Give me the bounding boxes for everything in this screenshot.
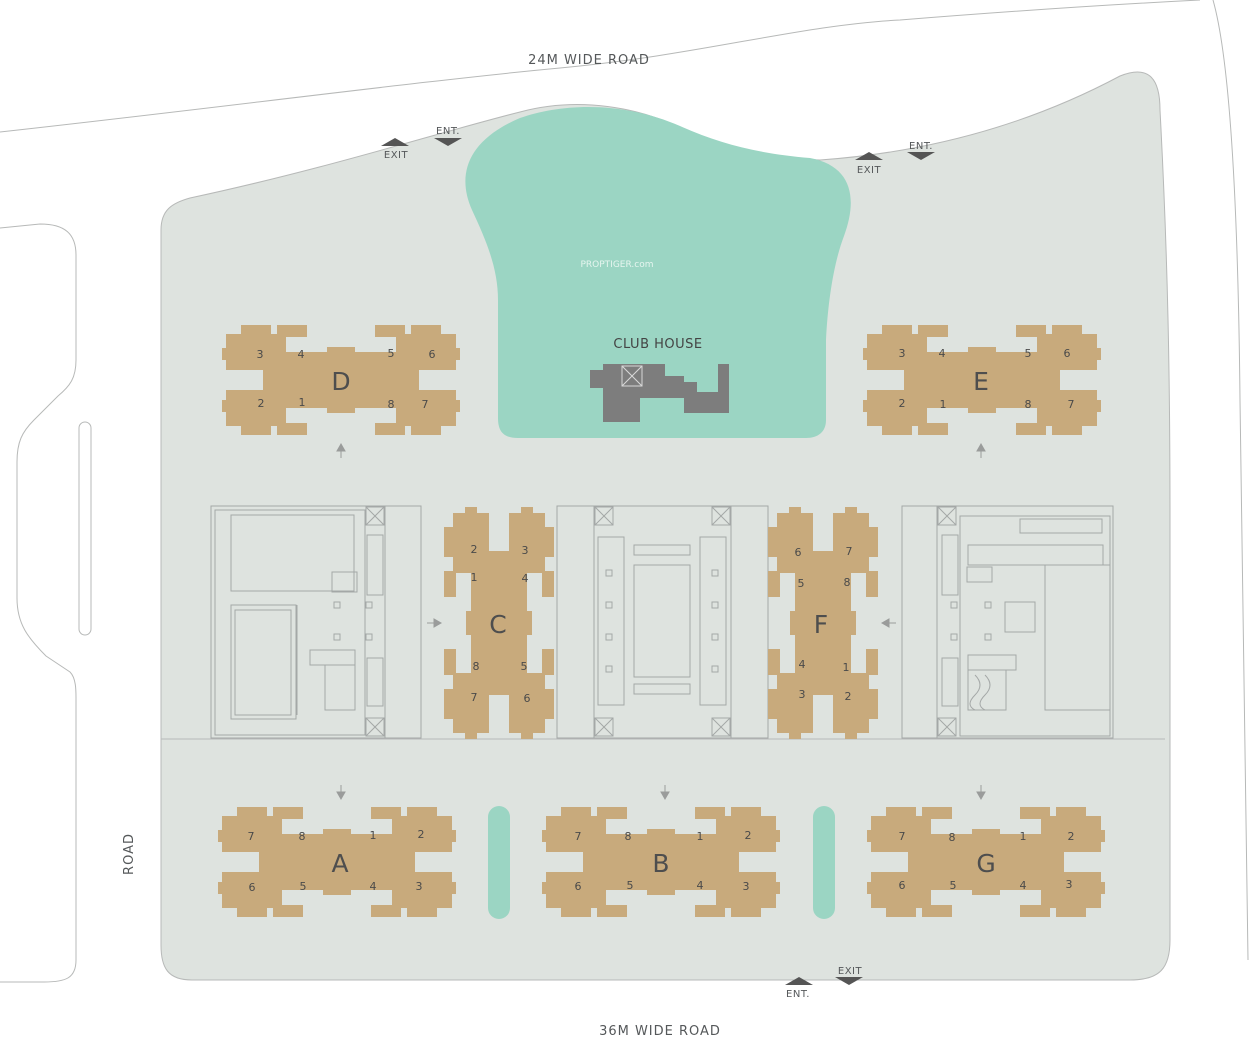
tower-B-unit: 7 bbox=[575, 830, 582, 843]
tower-A: A 7 8 1 2 6 5 4 3 bbox=[218, 807, 456, 917]
south-entry-marker bbox=[785, 977, 813, 985]
parking-block-right bbox=[901, 505, 1114, 739]
north-exit-1-label: EXIT bbox=[384, 150, 409, 161]
tower-E: E 3 4 5 6 2 1 8 7 bbox=[863, 325, 1101, 435]
tower-A-name: A bbox=[331, 849, 348, 878]
south-entry-label: ENT. bbox=[786, 989, 810, 1000]
tower-F-unit: 5 bbox=[798, 577, 805, 590]
tower-G-unit: 1 bbox=[1020, 830, 1027, 843]
tower-B-unit: 2 bbox=[745, 829, 752, 842]
tower-D-unit: 7 bbox=[422, 398, 429, 411]
tower-F-unit: 7 bbox=[846, 545, 853, 558]
west-road-label: ROAD bbox=[122, 833, 137, 875]
tower-E-unit: 5 bbox=[1025, 347, 1032, 360]
tower-C-unit: 1 bbox=[471, 571, 478, 584]
club-house-building bbox=[590, 364, 729, 422]
tower-F-unit: 6 bbox=[795, 546, 802, 559]
tower-B-unit: 8 bbox=[625, 830, 632, 843]
tower-D-unit: 5 bbox=[388, 347, 395, 360]
tower-F: F 6 7 5 8 4 1 3 2 bbox=[768, 507, 878, 739]
south-road-label: 36M WIDE ROAD bbox=[599, 1024, 721, 1039]
tower-F-unit: 1 bbox=[843, 661, 850, 674]
planter-strip-1 bbox=[488, 806, 510, 919]
tower-E-unit: 4 bbox=[939, 347, 946, 360]
tower-G-name: G bbox=[976, 849, 995, 878]
tower-F-unit: 2 bbox=[845, 690, 852, 703]
tower-G-unit: 7 bbox=[899, 830, 906, 843]
north-entry-2-label: ENT. bbox=[909, 141, 933, 152]
tower-C-unit: 7 bbox=[471, 691, 478, 704]
tower-A-unit: 8 bbox=[299, 830, 306, 843]
tower-G-unit: 5 bbox=[950, 879, 957, 892]
north-exit-2-label: EXIT bbox=[857, 165, 882, 176]
tower-B-unit: 1 bbox=[697, 830, 704, 843]
tower-E-unit: 1 bbox=[940, 398, 947, 411]
tower-E-unit: 8 bbox=[1025, 398, 1032, 411]
tower-C-name: C bbox=[489, 610, 506, 639]
tower-D-unit: 6 bbox=[429, 348, 436, 361]
tower-E-unit: 3 bbox=[899, 347, 906, 360]
site-boundary bbox=[160, 71, 1171, 981]
tower-B: B 7 8 1 2 6 5 4 3 bbox=[542, 807, 780, 917]
south-exit-label: EXIT bbox=[838, 966, 863, 977]
tower-C-unit: 8 bbox=[473, 660, 480, 673]
gate-markers bbox=[381, 138, 935, 985]
tower-A-unit: 7 bbox=[248, 830, 255, 843]
tower-C-unit: 4 bbox=[522, 572, 529, 585]
tower-E-name: E bbox=[973, 367, 989, 396]
tower-F-unit: 3 bbox=[799, 688, 806, 701]
tower-D-unit: 4 bbox=[298, 348, 305, 361]
tower-B-unit: 5 bbox=[627, 879, 634, 892]
tower-C-unit: 3 bbox=[522, 544, 529, 557]
tower-B-unit: 6 bbox=[575, 880, 582, 893]
south-exit-marker bbox=[835, 977, 863, 985]
tower-G-unit: 6 bbox=[899, 879, 906, 892]
north-entry-1-marker bbox=[434, 138, 462, 146]
north-exit-1-marker bbox=[381, 138, 409, 146]
tower-D-unit: 1 bbox=[299, 396, 306, 409]
tower-B-name: B bbox=[652, 849, 669, 878]
north-exit-2-marker bbox=[855, 152, 883, 160]
tower-D: D 3 4 5 6 2 1 8 7 bbox=[222, 325, 460, 435]
tower-G-unit: 4 bbox=[1020, 879, 1027, 892]
tower-G-unit: 8 bbox=[949, 831, 956, 844]
tower-B-unit: 4 bbox=[697, 879, 704, 892]
tower-C-unit: 2 bbox=[471, 543, 478, 556]
parking-block-middle bbox=[556, 505, 769, 739]
circulation-arrows bbox=[336, 442, 986, 801]
tower-C-unit: 5 bbox=[521, 660, 528, 673]
tower-A-unit: 3 bbox=[416, 880, 423, 893]
tower-E-unit: 6 bbox=[1064, 347, 1071, 360]
tower-G: G 7 8 1 2 6 5 4 3 bbox=[867, 807, 1105, 917]
planter-strip-2 bbox=[813, 806, 835, 919]
tower-G-unit: 3 bbox=[1066, 878, 1073, 891]
watermark-text: PROPTIGER.com bbox=[580, 260, 653, 270]
tower-D-unit: 3 bbox=[257, 348, 264, 361]
tower-E-unit: 7 bbox=[1068, 398, 1075, 411]
tower-D-name: D bbox=[331, 367, 350, 396]
tower-A-unit: 4 bbox=[370, 880, 377, 893]
tower-C-unit: 6 bbox=[524, 692, 531, 705]
tower-D-unit: 8 bbox=[388, 398, 395, 411]
club-house-lawn bbox=[465, 106, 851, 438]
tower-A-unit: 1 bbox=[370, 829, 377, 842]
tower-C: C 2 3 1 4 8 5 7 6 bbox=[444, 507, 554, 739]
north-road-label: 24M WIDE ROAD bbox=[528, 53, 650, 68]
tower-A-unit: 6 bbox=[249, 881, 256, 894]
tower-B-unit: 3 bbox=[743, 880, 750, 893]
tower-G-unit: 2 bbox=[1068, 830, 1075, 843]
tower-F-name: F bbox=[814, 610, 828, 639]
club-house-label: CLUB HOUSE bbox=[613, 337, 702, 352]
tower-E-unit: 2 bbox=[899, 397, 906, 410]
tower-A-unit: 2 bbox=[418, 828, 425, 841]
tower-D-unit: 2 bbox=[258, 397, 265, 410]
tower-F-unit: 8 bbox=[844, 576, 851, 589]
north-entry-2-marker bbox=[907, 152, 935, 160]
tower-F-unit: 4 bbox=[799, 658, 806, 671]
tower-A-unit: 5 bbox=[300, 880, 307, 893]
north-entry-1-label: ENT. bbox=[436, 126, 460, 137]
parking-block-left bbox=[210, 505, 422, 739]
